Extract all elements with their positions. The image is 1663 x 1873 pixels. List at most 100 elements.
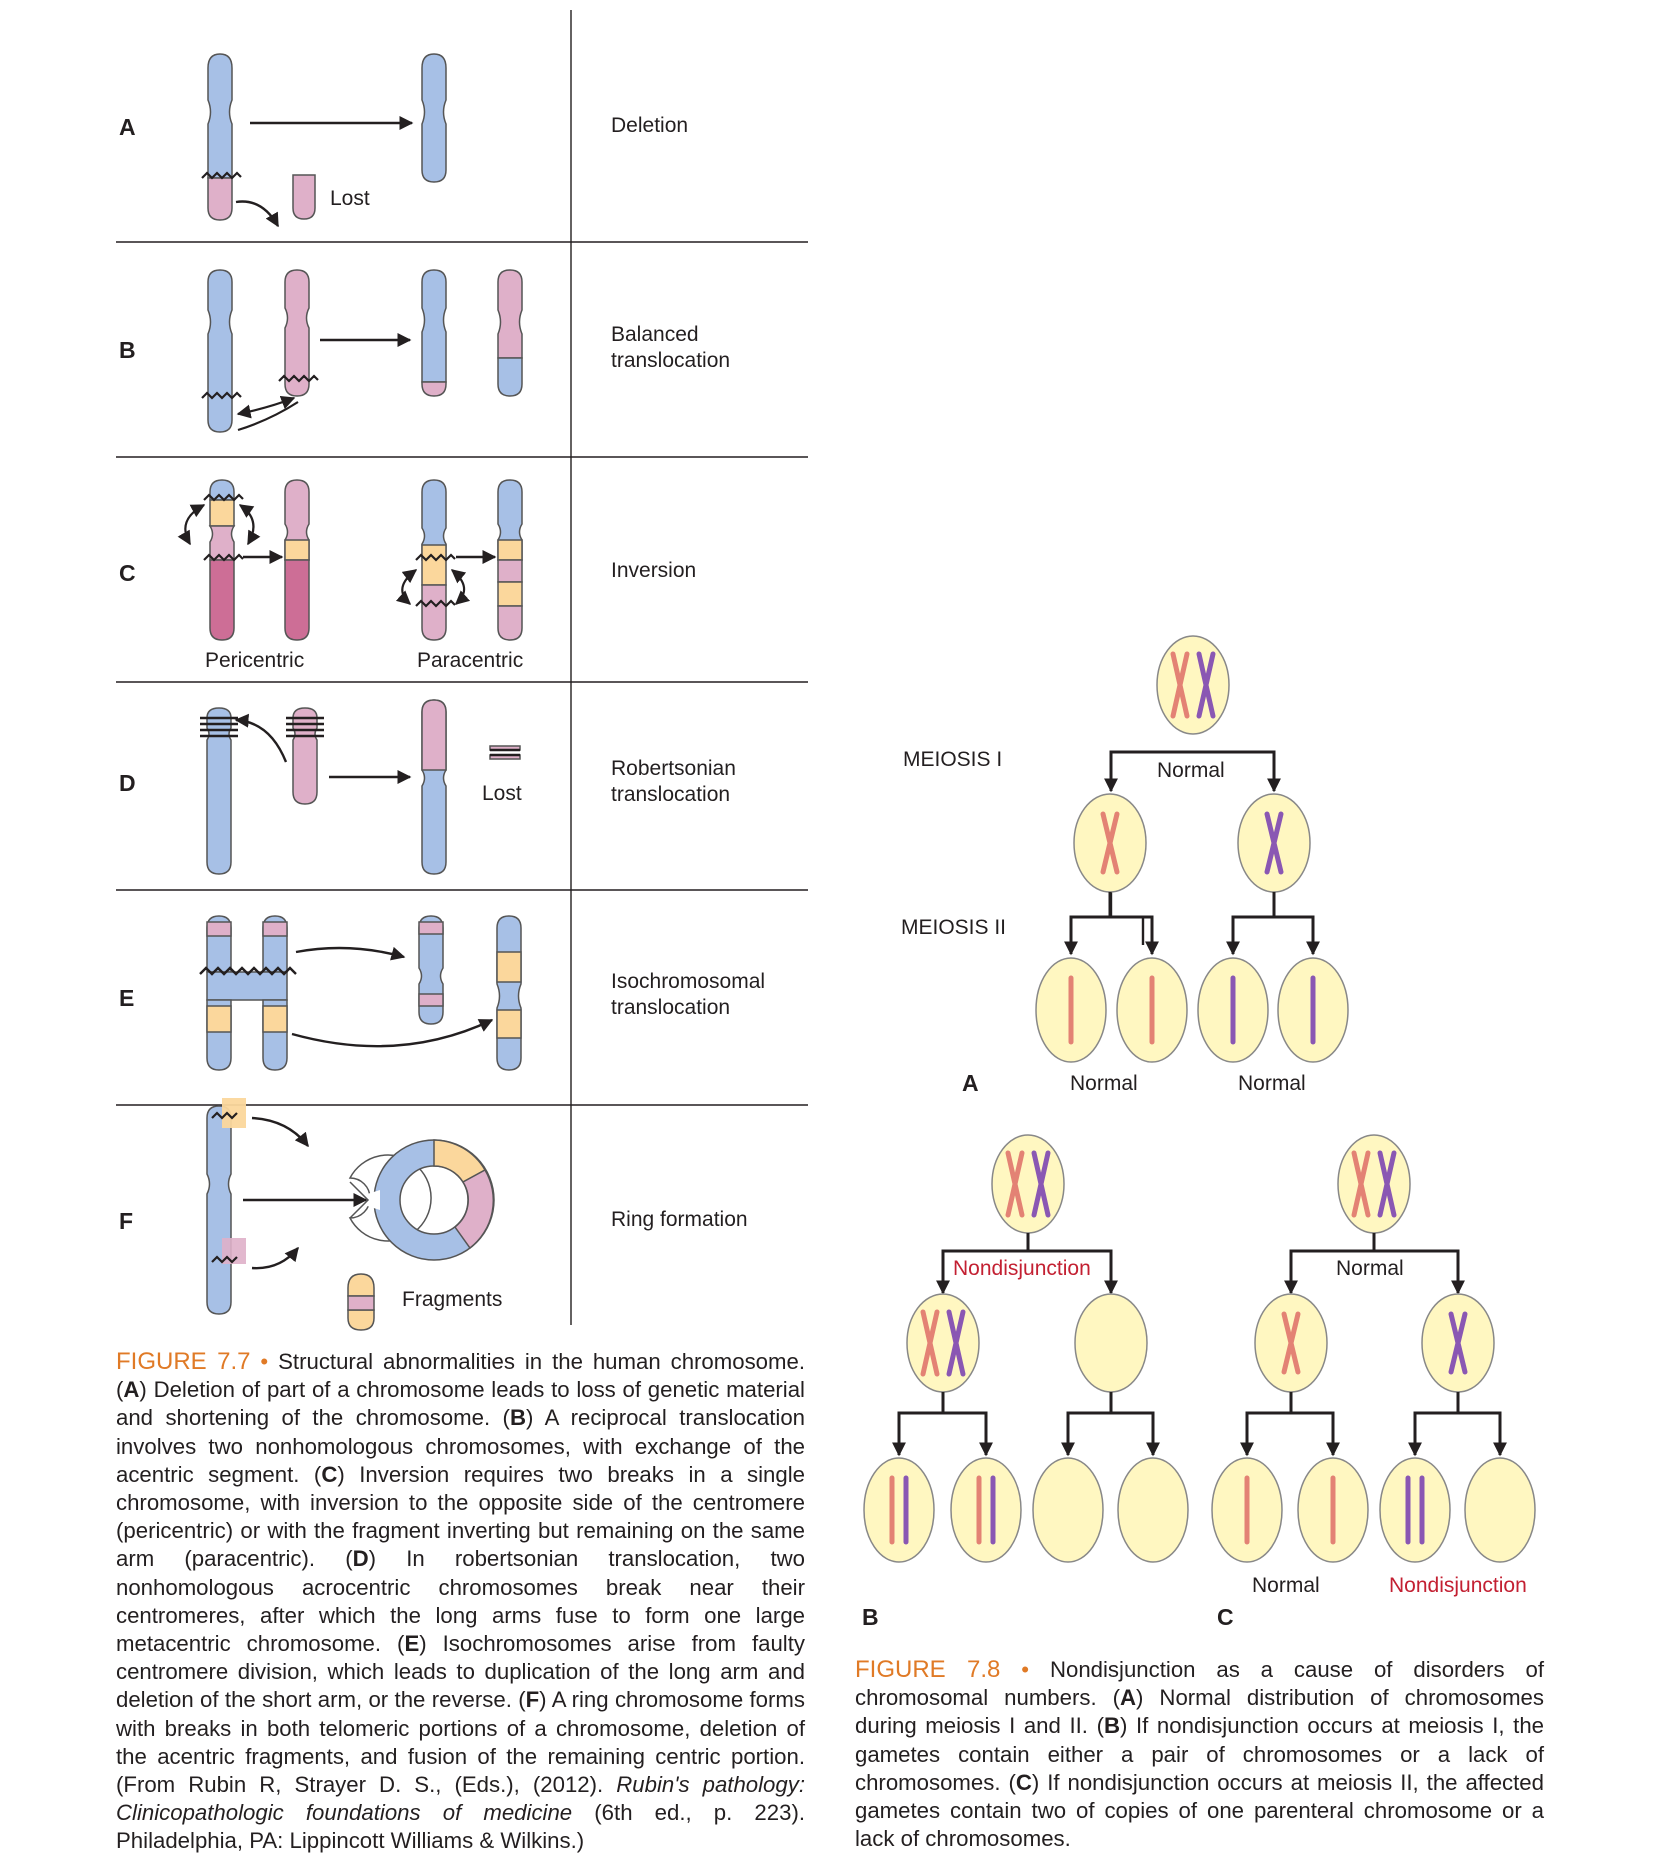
robertsonian-illustration xyxy=(206,699,521,875)
caption-ref-b: B xyxy=(509,1405,526,1431)
arrow-exchange xyxy=(236,395,296,419)
panel-a-split-label: Normal xyxy=(1157,759,1225,782)
panel-c-letter: C xyxy=(1217,1604,1234,1630)
note-lost-d: Lost xyxy=(482,782,522,805)
row-label-balanced-2: translocation xyxy=(611,349,730,372)
panel-c-left-label: Normal xyxy=(1252,1574,1320,1597)
arrow-curved xyxy=(251,1246,299,1270)
panel-a-right-label: Normal xyxy=(1238,1072,1306,1095)
row-label-robertsonian-2: translocation xyxy=(611,783,730,806)
caption-ref-d: D xyxy=(352,1546,369,1572)
caption-text-c: If nondisjunction occurs at meiosis II, … xyxy=(855,1769,1544,1852)
caption-text-b: A reciprocal translocation involves two … xyxy=(116,1405,806,1487)
caption-text-a: Deletion of part of a chromosome leads t… xyxy=(116,1377,805,1431)
caption-source-title: Rubin's pathology: Clinicopathologic fou… xyxy=(116,1772,805,1826)
caption-ref-e: E xyxy=(404,1631,420,1657)
arrow-inversion-loop xyxy=(177,504,206,546)
panel-a-letter: A xyxy=(962,1070,979,1096)
row-label-ring-formation: Ring formation xyxy=(611,1208,748,1231)
translocation-illustration xyxy=(201,269,523,433)
caption-text-e: Isochromosomes arise from faulty centrom… xyxy=(116,1631,805,1713)
break-mark xyxy=(199,966,297,976)
caption-fig-label: FIGURE 7.7 xyxy=(116,1348,251,1375)
caption-text-b: If nondisjunction occurs at meiosis I, t… xyxy=(855,1713,1545,1795)
row-letter-b: B xyxy=(119,337,136,363)
panel-c-right-label: Nondisjunction xyxy=(1389,1574,1527,1597)
break-mark xyxy=(211,1255,238,1264)
fig78-panel-c xyxy=(1211,1134,1536,1563)
row-label-balanced-1: Balanced xyxy=(611,323,699,346)
row-letter-a: A xyxy=(119,114,136,140)
chromosome-blue xyxy=(207,269,233,433)
inversion-illustration xyxy=(203,479,523,641)
chromosome-original xyxy=(207,53,233,179)
lost-fragment xyxy=(292,174,316,220)
caption-source-post: (6th ed., p. 223). Philadelphia, PA: Lip… xyxy=(116,1800,805,1854)
arrow-inversion-loop xyxy=(238,504,261,546)
caption-fig-label: FIGURE 7.8 xyxy=(855,1656,1001,1683)
isochromosome-illustration xyxy=(206,915,522,1071)
arrow-inversion-loop xyxy=(450,569,471,605)
row-label-isochromosomal-1: Isochromosomal xyxy=(611,970,765,993)
panel-b-letter: B xyxy=(862,1604,879,1630)
break-mark xyxy=(201,171,242,180)
row-label-robertsonian-1: Robertsonian xyxy=(611,757,736,780)
caption-figure-7-8: FIGURE 7.8 • Nondisjunction as a cause o… xyxy=(855,1656,1545,1852)
row-label-inversion: Inversion xyxy=(611,559,696,582)
arrow-exchange-2 xyxy=(237,401,299,432)
panel-c-split-label: Normal xyxy=(1336,1257,1404,1280)
row-letter-d: D xyxy=(119,770,136,796)
arrow-curved xyxy=(291,1018,494,1048)
result-blue-pink-tip xyxy=(421,381,447,397)
panel-a-left-label: Normal xyxy=(1070,1072,1138,1095)
note-lost-a: Lost xyxy=(330,187,370,210)
arrow-curved xyxy=(251,1116,309,1148)
caption-bullet: • xyxy=(1021,1657,1030,1682)
chromosome-pink xyxy=(284,269,310,397)
caption-ref-a: A xyxy=(1120,1685,1137,1711)
satellite-bands xyxy=(200,716,520,757)
note-paracentric: Paracentric xyxy=(417,649,523,672)
result-pink-blue-tip xyxy=(497,357,523,397)
break-mark xyxy=(278,374,319,383)
row-letter-e: E xyxy=(119,985,134,1011)
result-blue xyxy=(421,269,447,383)
caption-text-a: Normal distribution of chromosomes durin… xyxy=(855,1685,1544,1739)
label-meiosis-2: MEIOSIS II xyxy=(901,916,1006,939)
result-pink xyxy=(497,269,523,359)
chromosome-lost-segment xyxy=(207,177,233,221)
caption-text-d: In robertsonian translocation, two nonho… xyxy=(116,1546,805,1657)
label-meiosis-1: MEIOSIS I xyxy=(903,748,1002,771)
caption-bullet: • xyxy=(260,1349,269,1374)
arrow-curved xyxy=(234,713,288,763)
row-label-isochromosomal-2: translocation xyxy=(611,996,730,1019)
arrow-curved xyxy=(235,200,280,228)
arrow-inversion-loop xyxy=(395,569,418,605)
row-label-deletion: Deletion xyxy=(611,114,688,137)
deletion-illustration xyxy=(201,53,447,221)
note-fragments: Fragments xyxy=(402,1288,502,1311)
ring-illustration xyxy=(206,1098,495,1331)
row-letter-c: C xyxy=(119,560,136,586)
fig78-panel-b xyxy=(863,1134,1189,1563)
note-pericentric: Pericentric xyxy=(205,649,304,672)
arrow-curved xyxy=(295,946,406,961)
caption-intro: Structural abnormalities in the human ch… xyxy=(278,1349,806,1374)
fig78-panel-a xyxy=(1035,635,1349,1063)
caption-source-pre: (From Rubin R, Strayer D. S., (Eds.), (2… xyxy=(116,1772,604,1798)
chromosome-shortened xyxy=(421,53,447,183)
caption-intro: Nondisjunction as a cause of disorders o… xyxy=(855,1657,1544,1711)
caption-ref-c: C xyxy=(321,1461,338,1487)
row-letter-f: F xyxy=(119,1208,133,1234)
caption-ref-b: B xyxy=(1103,1713,1120,1739)
panel-b-split-label: Nondisjunction xyxy=(953,1257,1091,1280)
caption-text-f: A ring chromosome forms with breaks in b… xyxy=(116,1687,805,1769)
break-mark xyxy=(201,391,242,400)
caption-ref-f: F xyxy=(525,1687,540,1713)
caption-ref-a: A xyxy=(123,1377,140,1403)
caption-ref-c: C xyxy=(1015,1769,1032,1795)
break-mark xyxy=(211,1111,238,1120)
caption-text-c: Inversion requires two breaks in a singl… xyxy=(116,1461,805,1572)
caption-figure-7-7: FIGURE 7.7 • Structural abnormalities in… xyxy=(116,1348,806,1854)
